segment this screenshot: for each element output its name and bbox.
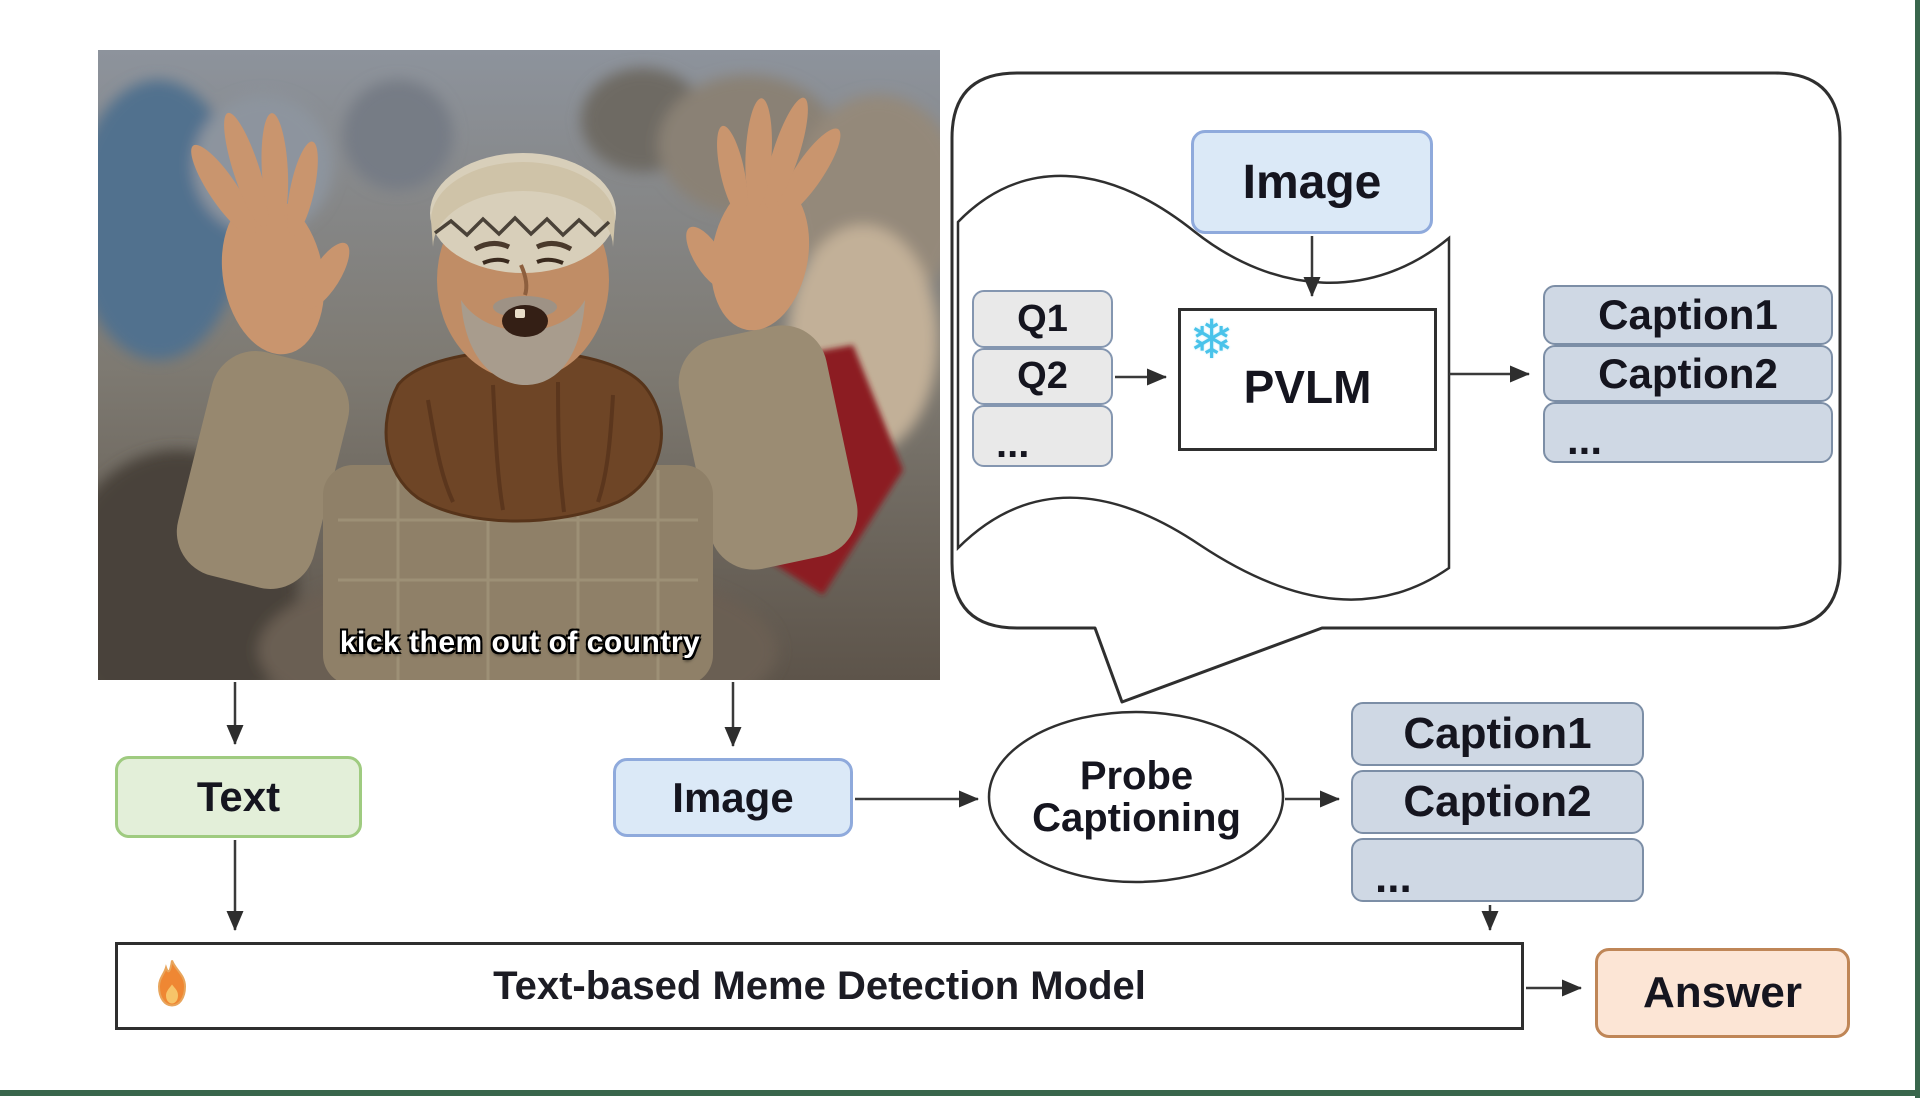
probe-captioning-ellipse	[987, 710, 1285, 884]
pipeline-caption1-box: Caption1	[1351, 702, 1644, 766]
question-box-q2: Q2	[972, 348, 1113, 405]
probe-captioning-line1: Probe	[1079, 753, 1194, 798]
callout-caption2-box: Caption2	[1543, 345, 1833, 402]
pvlm-box: ❄ PVLM	[1178, 308, 1437, 451]
meme-detection-model-box: Text-based Meme Detection Model	[115, 942, 1524, 1030]
meme-detection-model-label: Text-based Meme Detection Model	[493, 963, 1146, 1008]
question-box-more: ...	[972, 405, 1113, 467]
probe-captioning-line2: Captioning	[1032, 796, 1241, 840]
callout-caption1-box: Caption1	[1543, 285, 1833, 345]
page-bottom-border-line	[0, 1090, 1920, 1096]
text-input-box: Text	[115, 756, 362, 838]
probe-captioning-label: Probe Captioning	[990, 712, 1283, 882]
image-input-box: Image	[613, 758, 853, 837]
callout-caption-more-box: ...	[1543, 402, 1833, 463]
flame-trainable-icon	[154, 959, 190, 1014]
pipeline-caption-more-box: ...	[1351, 838, 1644, 902]
meme-image	[98, 50, 940, 680]
flow-arrows	[226, 236, 1582, 997]
question-box-q1: Q1	[972, 290, 1113, 348]
meme-caption-text: kick them out of country	[339, 626, 701, 659]
pvlm-label: PVLM	[1243, 360, 1372, 413]
page-right-border-line	[1915, 0, 1920, 1098]
answer-box: Answer	[1595, 948, 1850, 1038]
pipeline-caption2-box: Caption2	[1351, 770, 1644, 834]
callout-image-box: Image	[1191, 130, 1433, 234]
snowflake-frozen-icon: ❄	[1189, 310, 1235, 370]
